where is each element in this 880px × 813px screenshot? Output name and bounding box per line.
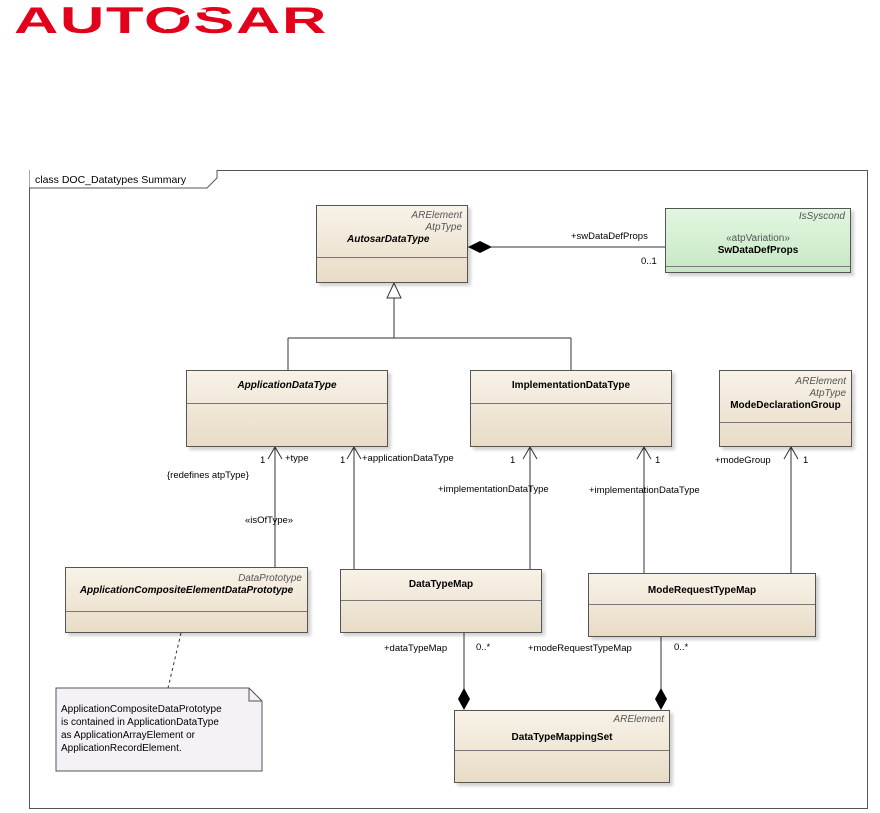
composition-diamond-icon (468, 241, 492, 253)
composition-diamond-icon (655, 688, 667, 710)
class-application-data-type[interactable]: ApplicationDataType (186, 370, 388, 447)
multiplicity-label: 1 (655, 455, 661, 466)
note-line: ApplicationCompositeDataPrototype (61, 704, 222, 715)
stereotype-is-syscond: IsSyscond (798, 211, 845, 222)
autosar-logo: AUTOSAR (14, 3, 327, 39)
note-anchor-line (167, 632, 182, 689)
role-label-mode-group: +modeGroup (715, 455, 771, 466)
open-arrow-icon (636, 446, 652, 460)
class-name: ApplicationDataType (237, 380, 337, 391)
class-name: AutosarDataType (347, 234, 430, 245)
multiplicity-label: 0..1 (641, 256, 657, 267)
role-label-sw-data-def-props: +swDataDefProps (571, 231, 648, 242)
note-line: ApplicationRecordElement. (61, 743, 182, 754)
class-name: ModeDeclarationGroup (730, 400, 841, 411)
class-name: ModeRequestTypeMap (647, 585, 757, 596)
stereotype-ar-element: ARElement (613, 714, 664, 725)
open-arrow-icon (783, 446, 799, 460)
class-data-type-map[interactable]: DataTypeMap (340, 569, 542, 633)
note-fold-icon (248, 688, 262, 702)
note-line: is contained in ApplicationDataType (61, 717, 219, 728)
constraint-label-redefines: {redefines atpType} (167, 470, 249, 481)
open-arrow-icon (267, 446, 283, 460)
diagram-frame-tab (29, 170, 218, 189)
note-line: as ApplicationArrayElement or (61, 730, 195, 741)
stereotype-label-is-of-type: «isOfType» (245, 515, 294, 526)
class-sw-data-def-props[interactable]: IsSyscond «atpVariation» SwDataDefProps (665, 208, 851, 273)
note-shape (55, 687, 263, 772)
class-name: DataTypeMappingSet (511, 732, 613, 743)
class-implementation-data-type[interactable]: ImplementationDataType (470, 370, 672, 447)
class-name: ApplicationCompositeElementDataPrototype (79, 585, 294, 596)
composition-diamond-icon (458, 688, 470, 710)
multiplicity-label: 1 (260, 455, 266, 466)
role-label-implementation-data-type: +implementationDataType (589, 485, 700, 496)
stereotype-ar-element: ARElement (411, 210, 462, 221)
class-name: SwDataDefProps (717, 245, 799, 256)
generalization-arrow-icon (386, 281, 402, 299)
class-mode-declaration-group[interactable]: ARElement AtpType ModeDeclarationGroup (719, 370, 852, 447)
role-label-mode-request-type-map: +modeRequestTypeMap (528, 643, 632, 654)
role-label-type: +type (285, 453, 309, 464)
stereotype-atp-type: AtpType (809, 388, 847, 399)
role-label-implementation-data-type: +implementationDataType (438, 484, 549, 495)
role-label-data-type-map: +dataTypeMap (384, 643, 448, 654)
multiplicity-label: 0..* (674, 642, 689, 653)
class-application-composite-element-data-prototype[interactable]: DataPrototype ApplicationCompositeElemen… (65, 567, 308, 633)
open-arrow-icon (346, 446, 362, 460)
class-data-type-mapping-set[interactable]: ARElement DataTypeMappingSet (454, 710, 670, 783)
diagram-frame (29, 170, 868, 809)
class-name: DataTypeMap (408, 579, 474, 590)
stereotype-ar-element: ARElement (795, 376, 846, 387)
diagram-title: class DOC_Datatypes Summary (35, 174, 187, 186)
multiplicity-label: 0..* (476, 642, 491, 653)
note-text: ApplicationCompositeDataPrototype is con… (61, 703, 261, 755)
class-mode-request-type-map[interactable]: ModeRequestTypeMap (588, 573, 816, 637)
multiplicity-label: 1 (340, 455, 346, 466)
stereotype-data-prototype: DataPrototype (238, 573, 302, 584)
multiplicity-label: 1 (803, 455, 809, 466)
class-name: ImplementationDataType (511, 380, 631, 391)
role-label-application-data-type: +applicationDataType (362, 453, 454, 464)
logo-swoosh-icon (162, 9, 207, 31)
open-arrow-icon (522, 446, 538, 460)
multiplicity-label: 1 (510, 455, 516, 466)
stereotype-atp-type: AtpType (425, 222, 463, 233)
class-autosar-data-type[interactable]: ARElement AtpType AutosarDataType (316, 205, 468, 283)
stereotype-atp-variation: «atpVariation» (726, 233, 790, 244)
